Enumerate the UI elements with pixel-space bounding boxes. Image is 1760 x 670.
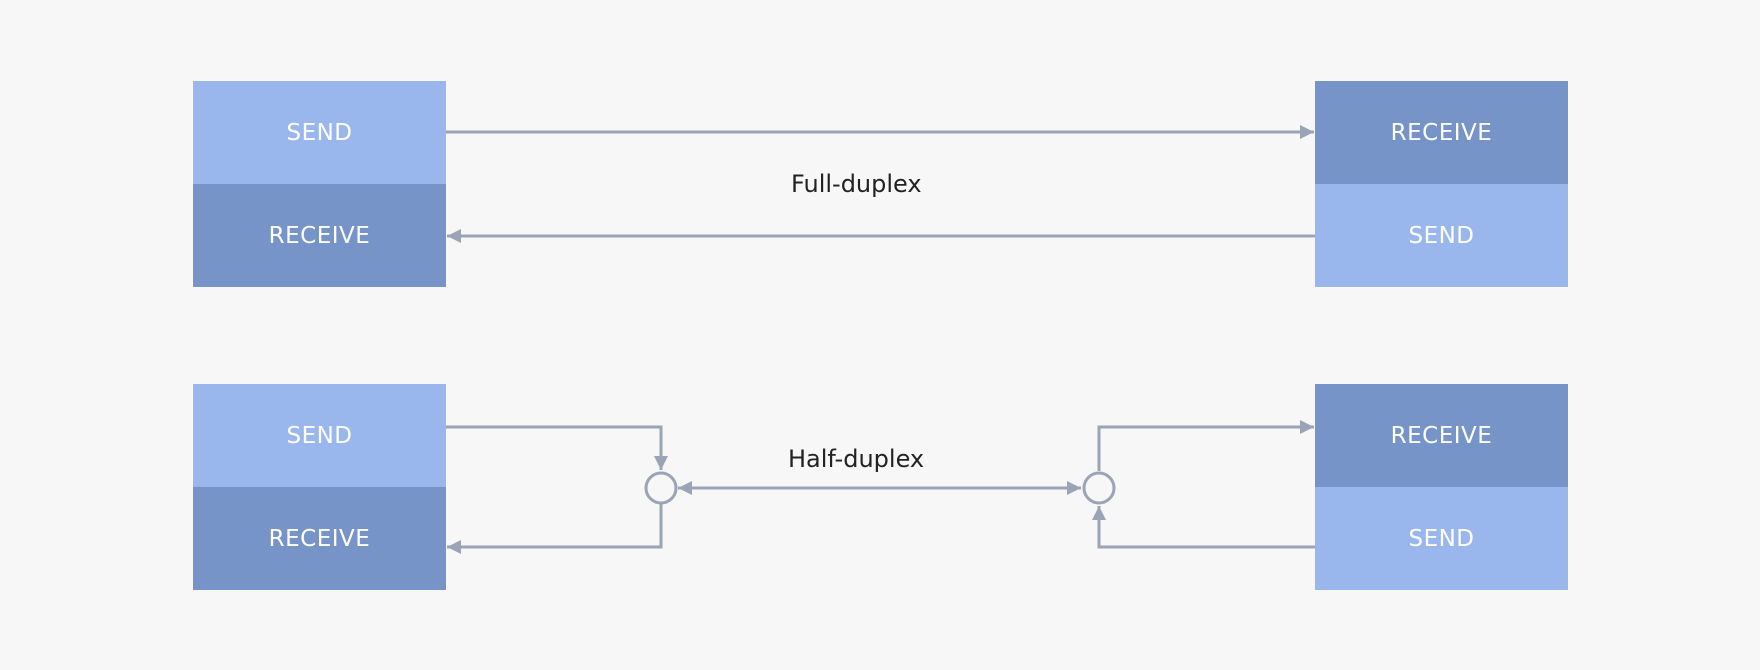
full-duplex-right-send-box: SEND (1315, 184, 1568, 287)
half-duplex-left-junction (644, 471, 678, 505)
half-duplex-right-send-line (1092, 506, 1315, 549)
half-duplex-right-receive-box: RECEIVE (1315, 384, 1568, 487)
half-duplex-left-receive-line (447, 503, 663, 554)
half-duplex-left-receive-box: RECEIVE (193, 487, 446, 590)
half-duplex-right-receive-line (1097, 420, 1314, 471)
half-duplex-caption: Half-duplex (788, 445, 925, 473)
half-duplex-right-junction (1082, 471, 1116, 505)
full-duplex-left-send-box: SEND (193, 81, 446, 184)
half-duplex-left-send-line (446, 425, 668, 470)
full-duplex-left-receive-box: RECEIVE (193, 184, 446, 287)
full-duplex-right-receive-box: RECEIVE (1315, 81, 1568, 184)
full-duplex-caption: Full-duplex (791, 170, 922, 198)
half-duplex-right-send-box: SEND (1315, 487, 1568, 590)
half-duplex-left-send-box: SEND (193, 384, 446, 487)
